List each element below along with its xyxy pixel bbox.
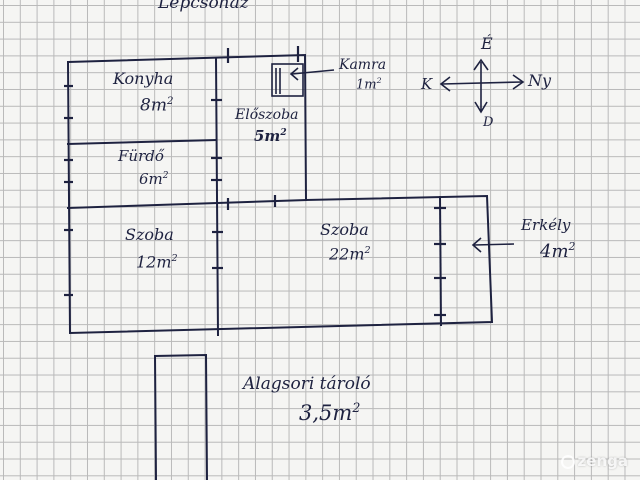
room-name-room-small: Szoba (125, 225, 174, 244)
pantry-box (271, 63, 304, 97)
wall-balcony (438, 195, 443, 327)
compass-west: Ny (528, 71, 552, 90)
room-area-kitchen: 8m2 (140, 95, 174, 116)
room-area-bathroom: 6m2 (139, 170, 169, 188)
compass-rose (439, 58, 525, 114)
room-name-pantry: Kamra (339, 57, 387, 73)
balcony-arrow (471, 237, 515, 253)
room-name-room-large: Szoba (320, 220, 369, 239)
compass-east: K (421, 75, 433, 93)
staircase-label: Lépcsőház (158, 0, 249, 13)
pantry-arrow (289, 67, 335, 81)
room-name-balcony: Erkély (521, 216, 571, 234)
room-name-kitchen: Konyha (113, 69, 174, 88)
room-area-room-small: 12m2 (136, 252, 178, 272)
room-area-basement: 3,5m2 (299, 400, 361, 425)
outer-wall (66, 53, 494, 335)
wall-upper-lower (66, 198, 308, 210)
wall-kitchen-hall (214, 56, 220, 337)
room-name-hall: Előszoba (235, 107, 299, 123)
room-area-balcony: 4m2 (540, 240, 576, 262)
room-area-hall: 5m2 (254, 127, 287, 145)
room-name-bathroom: Fürdő (118, 147, 164, 165)
zenga-watermark: zenga (560, 452, 628, 470)
compass-south: D (483, 115, 494, 130)
zenga-logo-icon (560, 455, 575, 469)
wall-ticks (64, 46, 446, 317)
compass-north: É (481, 34, 493, 53)
room-area-pantry: 1m2 (356, 76, 382, 93)
room-name-basement: Alagsori tároló (243, 374, 371, 394)
wall-kitchen-bathroom (66, 138, 218, 146)
room-area-room-large: 22m2 (329, 244, 371, 264)
basement-storage-outline (153, 353, 209, 480)
